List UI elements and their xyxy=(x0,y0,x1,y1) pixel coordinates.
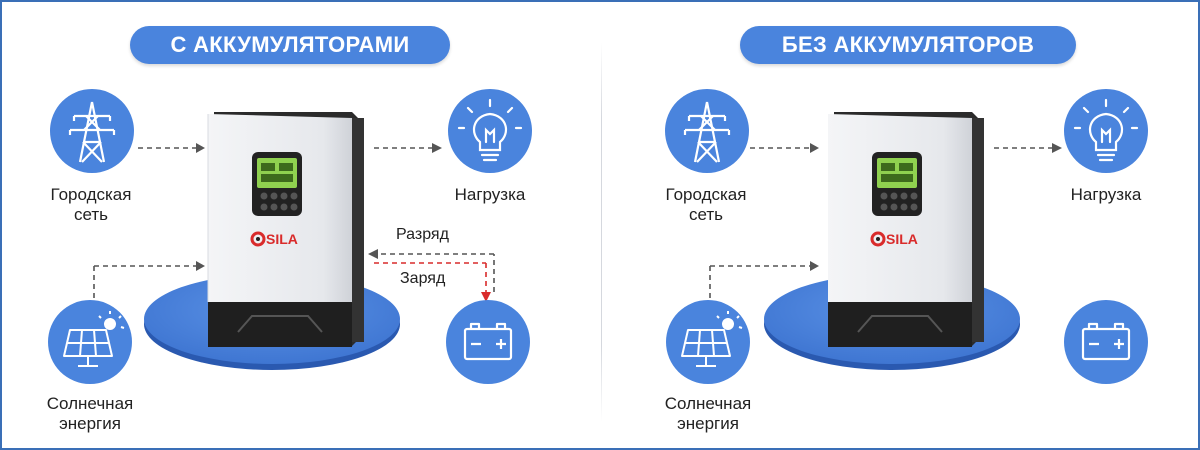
charge-arrow xyxy=(374,262,491,302)
solar-panel-icon xyxy=(48,300,132,384)
charge-label: Заряд xyxy=(400,270,446,287)
load-label: Нагрузка xyxy=(1070,185,1142,204)
light-bulb-icon xyxy=(1064,89,1148,173)
inverter-device: SILA xyxy=(207,112,364,347)
lcd-screen xyxy=(257,158,297,188)
solar-label-line2: энергия xyxy=(59,414,121,433)
mode-title-with-batteries: С АККУМУЛЯТОРАМИ xyxy=(130,26,450,64)
grid-label: Городская сеть xyxy=(651,185,761,225)
power-tower-icon xyxy=(665,89,749,173)
with-batteries-drawing: SILA xyxy=(48,89,532,384)
solar-label-line1: Солнечная xyxy=(46,394,134,413)
grid-label-line2: сеть xyxy=(688,205,724,224)
battery-icon xyxy=(1064,300,1148,384)
solar-label: Солнечная энергия xyxy=(648,394,768,434)
without-batteries-drawing: SILA xyxy=(665,89,1148,384)
sila-logo: SILA xyxy=(250,231,298,247)
solar-to-inverter-arrow xyxy=(93,261,205,298)
panel-divider xyxy=(601,42,602,422)
mode-title-without-batteries: БЕЗ АККУМУЛЯТОРОВ xyxy=(740,26,1076,64)
inverter-to-load-arrow xyxy=(374,143,442,153)
grid-label-line1: Городская xyxy=(50,185,132,204)
sila-logo: SILA xyxy=(870,231,918,247)
brand-text: SILA xyxy=(886,231,918,247)
grid-label: Городская сеть xyxy=(36,185,146,225)
lcd-screen xyxy=(877,158,917,188)
brand-text: SILA xyxy=(266,231,298,247)
power-tower-icon xyxy=(50,89,134,173)
solar-label-line2: энергия xyxy=(677,414,739,433)
solar-to-inverter-arrow xyxy=(709,261,819,298)
discharge-arrow xyxy=(368,249,495,292)
inverter-to-load-arrow xyxy=(994,143,1062,153)
inverter-device: SILA xyxy=(828,112,984,347)
discharge-label: Разряд xyxy=(396,226,449,243)
solar-label-line1: Солнечная xyxy=(664,394,752,413)
panel-with-batteries: SILA xyxy=(2,2,602,448)
battery-icon xyxy=(446,300,530,384)
grid-to-inverter-arrow xyxy=(138,143,205,153)
light-bulb-icon xyxy=(448,89,532,173)
grid-to-inverter-arrow xyxy=(750,143,819,153)
load-label: Нагрузка xyxy=(454,185,526,204)
grid-label-line1: Городская xyxy=(665,185,747,204)
panel-without-batteries: SILA xyxy=(602,2,1198,448)
solar-panel-icon xyxy=(666,300,750,384)
solar-label: Солнечная энергия xyxy=(30,394,150,434)
grid-label-line2: сеть xyxy=(73,205,109,224)
